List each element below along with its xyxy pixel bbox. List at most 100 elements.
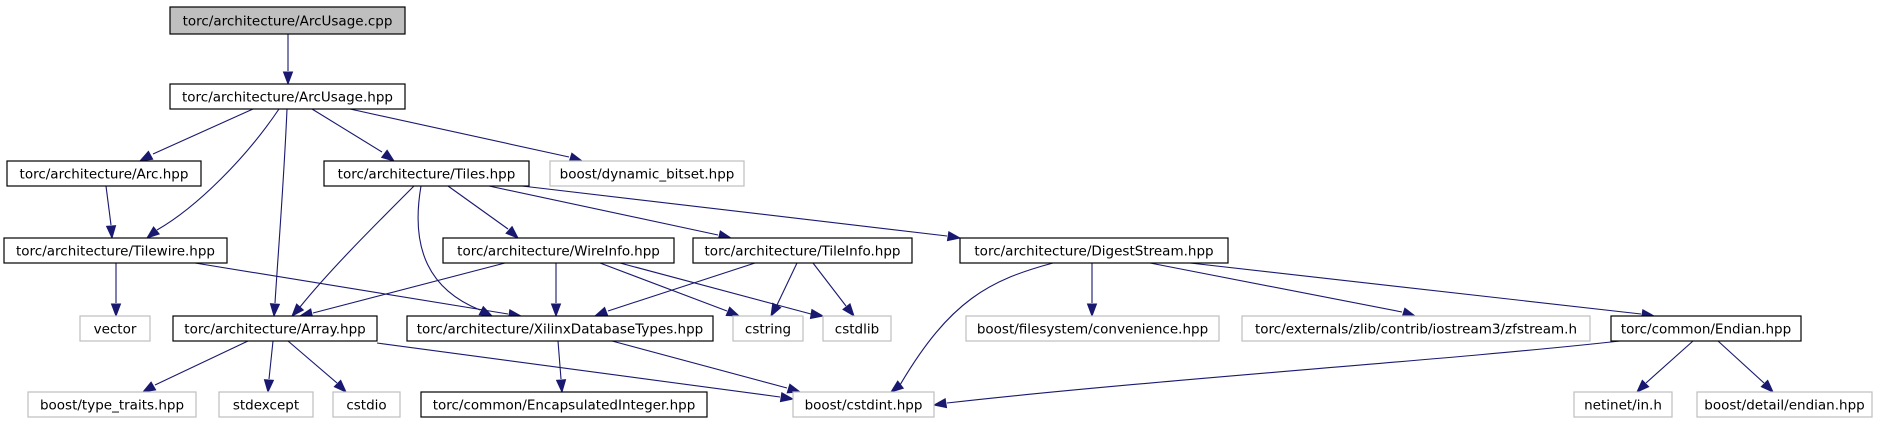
- arrowhead-icon: [932, 397, 948, 409]
- node-label: boost/type_traits.hpp: [40, 398, 184, 414]
- node-label: torc/common/EncapsulatedInteger.hpp: [433, 398, 696, 414]
- edge-line: [274, 108, 288, 304]
- arrowhead-icon: [333, 379, 348, 394]
- edge-xilinxdbtypes_hpp-to-encapint_hpp: [555, 340, 567, 394]
- edge-line: [105, 185, 112, 226]
- node-box: [420, 391, 708, 418]
- node-array-hpp[interactable]: torc/architecture/Array.hpp: [172, 315, 378, 342]
- node-box: [323, 160, 530, 187]
- node-cstring: cstring: [732, 315, 804, 342]
- node-label: torc/architecture/Tiles.hpp: [338, 167, 516, 183]
- node-label: netinet/in.h: [1584, 398, 1662, 414]
- node-box: [692, 237, 913, 264]
- edge-array_hpp-to-type_traits: [141, 340, 249, 393]
- arrowhead-icon: [105, 225, 117, 240]
- node-box: [332, 391, 401, 418]
- arrowhead-icon: [282, 71, 294, 86]
- node-tiles-hpp[interactable]: torc/architecture/Tiles.hpp: [323, 160, 530, 187]
- edge-arcusage_hpp-to-dynamic_bitset: [349, 108, 584, 163]
- node-label: cstdio: [346, 398, 386, 414]
- node-label: boost/filesystem/convenience.hpp: [977, 322, 1208, 338]
- edge-line: [1189, 262, 1642, 315]
- node-tileinfo-hpp[interactable]: torc/architecture/TileInfo.hpp: [692, 237, 913, 264]
- node-label: torc/architecture/ArcUsage.cpp: [183, 14, 393, 30]
- edge-wireinfo_hpp-to-cstdlib: [619, 262, 825, 320]
- node-arc-hpp[interactable]: torc/architecture/Arc.hpp: [6, 160, 202, 187]
- node-arcusage-hpp[interactable]: torc/architecture/ArcUsage.hpp: [169, 83, 406, 110]
- edge-wireinfo_hpp-to-cstring: [599, 262, 741, 317]
- arrowhead-icon: [141, 381, 157, 393]
- edge-tilewire_hpp-to-vector: [110, 263, 122, 318]
- node-box: [79, 315, 151, 342]
- node-label: stdexcept: [233, 398, 299, 414]
- node-box: [792, 391, 935, 418]
- node-box: [732, 315, 804, 342]
- node-label: torc/externals/zlib/contrib/iostream3/zf…: [1255, 322, 1577, 338]
- node-zfstream-h: torc/externals/zlib/contrib/iostream3/zf…: [1241, 315, 1591, 342]
- edge-array_hpp-to-cstdio: [287, 340, 348, 394]
- node-label: torc/architecture/Tilewire.hpp: [16, 244, 215, 260]
- edge-line: [521, 185, 948, 237]
- edge-line: [1645, 340, 1694, 384]
- edge-line: [488, 185, 719, 236]
- node-box: [442, 237, 675, 264]
- edge-line: [287, 340, 338, 384]
- edge-digeststream_hpp-to-endian_hpp: [1189, 262, 1656, 320]
- node-label: torc/architecture/TileInfo.hpp: [705, 244, 901, 260]
- node-label: torc/architecture/XilinxDatabaseTypes.hp…: [417, 322, 704, 338]
- node-label: torc/architecture/ArcUsage.hpp: [182, 90, 393, 106]
- arrowhead-icon: [593, 306, 609, 317]
- edge-line: [611, 340, 788, 389]
- arrowhead-icon: [478, 305, 494, 317]
- arrowhead-icon: [291, 303, 305, 318]
- node-box: [169, 83, 406, 110]
- node-label: boost/detail/endian.hpp: [1704, 398, 1864, 414]
- arrowhead-icon: [889, 380, 905, 393]
- node-wireinfo-hpp[interactable]: torc/architecture/WireInfo.hpp: [442, 237, 675, 264]
- edge-array_hpp-to-stdexcept: [263, 340, 275, 394]
- node-label: boost/cstdint.hpp: [805, 398, 923, 414]
- edge-tiles_hpp-to-tileinfo_hpp: [488, 185, 733, 241]
- node-tilewire-hpp[interactable]: torc/architecture/Tilewire.hpp: [3, 237, 228, 264]
- edge-line: [557, 340, 562, 380]
- node-label: torc/architecture/DigestStream.hpp: [974, 244, 1213, 260]
- edge-line: [349, 108, 570, 158]
- node-label: vector: [94, 322, 137, 338]
- node-netinet-in: netinet/in.h: [1573, 391, 1673, 418]
- edge-tileinfo_hpp-to-cstdlib: [812, 262, 855, 318]
- node-cstdio: cstdio: [332, 391, 401, 418]
- edge-line: [1717, 340, 1765, 384]
- node-box: [965, 315, 1220, 342]
- edge-line: [152, 108, 254, 155]
- edge-arcusage_hpp-to-arc_hpp: [138, 108, 254, 162]
- arrowhead-icon: [145, 226, 161, 239]
- edge-tiles_hpp-to-xilinxdbtypes_hpp: [417, 185, 494, 317]
- node-label: torc/architecture/Arc.hpp: [20, 167, 189, 183]
- node-encapint-hpp[interactable]: torc/common/EncapsulatedInteger.hpp: [420, 391, 708, 418]
- node-arcusage-cpp[interactable]: torc/architecture/ArcUsage.cpp: [169, 6, 406, 35]
- edge-digeststream_hpp-to-convenience_hpp: [1086, 263, 1098, 318]
- edge-tiles_hpp-to-digeststream_hpp: [521, 185, 962, 242]
- edge-line: [776, 262, 798, 306]
- node-endian-hpp[interactable]: torc/common/Endian.hpp: [1610, 315, 1802, 342]
- edge-line: [619, 262, 812, 315]
- edge-array_hpp-to-cstdint: [376, 342, 795, 403]
- edge-xilinxdbtypes_hpp-to-cstdint: [611, 340, 802, 394]
- arrowhead-icon: [1635, 379, 1650, 394]
- edge-line: [376, 342, 781, 398]
- edge-wireinfo_hpp-to-xilinxdbtypes_hpp: [550, 263, 562, 318]
- node-box: [27, 391, 197, 418]
- arrowhead-icon: [263, 379, 275, 394]
- node-label: torc/architecture/WireInfo.hpp: [457, 244, 660, 260]
- edge-line: [311, 108, 383, 153]
- node-xilinxdbtypes-hpp[interactable]: torc/architecture/XilinxDatabaseTypes.hp…: [406, 315, 714, 342]
- arrowhead-icon: [946, 230, 962, 242]
- edge-digeststream_hpp-to-zfstream_h: [1149, 262, 1417, 318]
- arrowhead-icon: [505, 225, 520, 239]
- node-box: [1696, 391, 1873, 418]
- arrowhead-icon: [1086, 303, 1098, 318]
- node-digeststream-hpp[interactable]: torc/architecture/DigestStream.hpp: [959, 237, 1229, 264]
- arrowhead-icon: [779, 391, 795, 403]
- edge-line: [447, 185, 509, 230]
- arrowhead-icon: [809, 308, 825, 320]
